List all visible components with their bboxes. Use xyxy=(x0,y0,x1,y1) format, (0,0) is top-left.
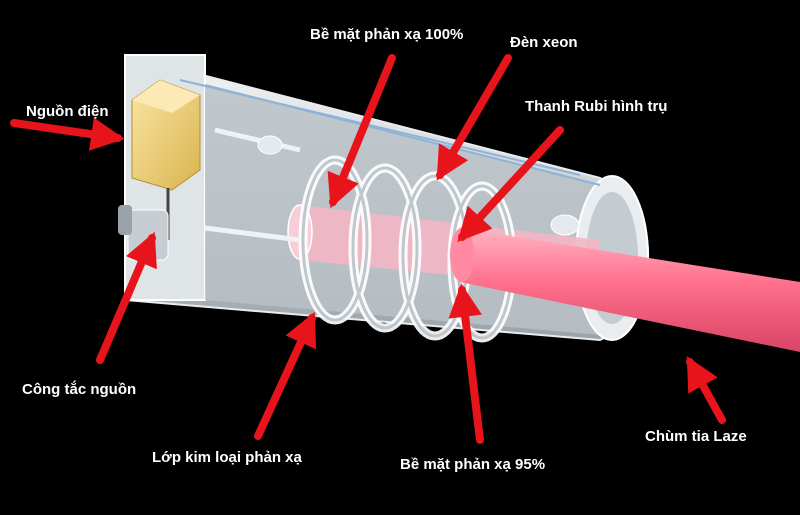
arrow-ruby-rod xyxy=(457,126,564,242)
label-mirror-100: Bề mặt phản xạ 100% xyxy=(310,26,464,43)
arrow-laser-beam xyxy=(686,356,726,424)
label-laser-beam: Chùm tia Laze xyxy=(645,428,747,445)
arrow-xenon-lamp xyxy=(436,54,512,181)
label-ruby-rod: Thanh Rubi hình trụ xyxy=(525,98,668,115)
power-source-box xyxy=(131,79,201,240)
label-power-source: Nguồn điện xyxy=(26,103,109,120)
arrow-reflective-metal-layer xyxy=(254,311,317,440)
label-xenon-lamp: Đèn xeon xyxy=(510,34,578,51)
arrow-power-source xyxy=(10,117,125,151)
arrow-mirror-100 xyxy=(327,54,396,209)
arrow-mirror-95 xyxy=(448,283,484,444)
arrow-power-switch xyxy=(96,231,157,364)
label-reflective-metal-layer: Lớp kim loại phản xạ xyxy=(152,449,302,466)
label-power-switch: Công tắc nguồn xyxy=(22,381,137,398)
label-arrows xyxy=(10,54,726,444)
label-mirror-95: Bề mặt phản xạ 95% xyxy=(400,456,546,473)
